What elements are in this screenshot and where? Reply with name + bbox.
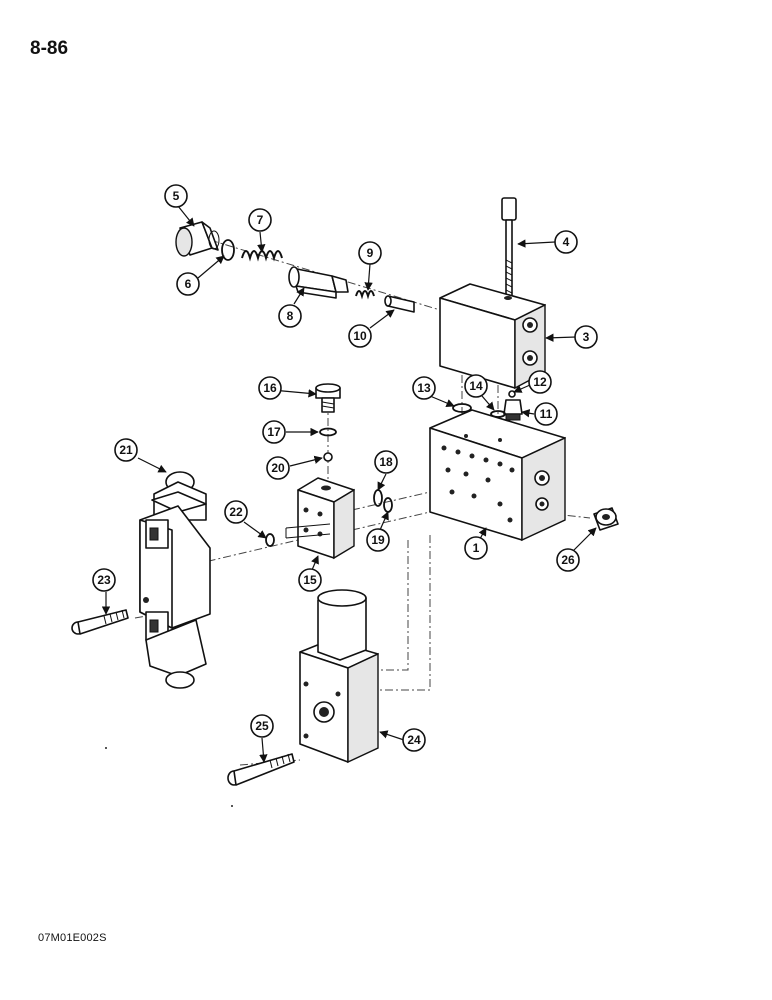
svg-text:14: 14	[469, 379, 483, 393]
part-3-valve-block	[439, 283, 546, 390]
part-9-spring	[355, 290, 375, 300]
svg-text:24: 24	[407, 733, 421, 747]
part-4-bolt	[501, 197, 517, 301]
part-19-o-ring	[383, 497, 393, 513]
callout-5: 5	[164, 184, 188, 208]
callout-10: 10	[348, 324, 372, 348]
callout-4: 4	[554, 230, 578, 254]
svg-text:7: 7	[257, 213, 264, 227]
figure-code: 07M01E002S	[38, 932, 107, 944]
callout-1: 1	[464, 536, 488, 560]
svg-text:26: 26	[561, 553, 575, 567]
callout-19: 19	[366, 528, 390, 552]
part-1-manifold	[429, 409, 566, 542]
svg-text:18: 18	[379, 455, 393, 469]
svg-text:23: 23	[97, 573, 111, 587]
part-15-block	[285, 477, 355, 560]
svg-text:3: 3	[583, 330, 590, 344]
callout-18: 18	[374, 450, 398, 474]
part-24-valve-body	[299, 589, 379, 764]
svg-text:4: 4	[563, 235, 570, 249]
callout-7: 7	[248, 208, 272, 232]
svg-text:5: 5	[173, 189, 180, 203]
callout-leaders	[101, 205, 597, 763]
callout-21: 21	[114, 438, 138, 462]
part-23-bolt	[71, 609, 129, 635]
svg-text:21: 21	[119, 443, 133, 457]
svg-text:9: 9	[367, 246, 374, 260]
svg-text:25: 25	[255, 719, 269, 733]
speck	[231, 805, 233, 807]
callout-23: 23	[92, 568, 116, 592]
svg-text:12: 12	[533, 375, 547, 389]
part-11-fitting	[503, 399, 523, 421]
svg-text:22: 22	[229, 505, 243, 519]
part-17-o-ring	[319, 427, 337, 437]
callout-15: 15	[298, 568, 322, 592]
part-26-plug	[593, 507, 619, 531]
callout-25: 25	[250, 714, 274, 738]
speck	[105, 747, 107, 749]
part-6-o-ring	[221, 239, 235, 261]
svg-text:13: 13	[417, 381, 431, 395]
svg-text:19: 19	[371, 533, 385, 547]
callout-17: 17	[262, 420, 286, 444]
callout-22: 22	[224, 500, 248, 524]
part-16-plug	[315, 383, 341, 413]
part-13-o-ring	[452, 403, 472, 413]
svg-text:11: 11	[540, 407, 553, 421]
callout-8: 8	[278, 304, 302, 328]
callout-14: 14	[464, 374, 488, 398]
svg-text:17: 17	[267, 425, 281, 439]
callout-11: 11	[534, 402, 558, 426]
part-22-o-ring	[265, 533, 275, 547]
part-7-spring	[241, 250, 283, 262]
part-21-solenoid-valve	[139, 471, 211, 689]
part-18-o-ring	[373, 489, 383, 507]
callout-12: 12	[528, 370, 552, 394]
part-10-pin	[384, 295, 415, 313]
part-20-ball	[323, 452, 333, 462]
callout-3: 3	[574, 325, 598, 349]
svg-text:6: 6	[185, 277, 192, 291]
svg-text:15: 15	[303, 573, 317, 587]
callout-13: 13	[412, 376, 436, 400]
callout-16: 16	[258, 376, 282, 400]
callout-26: 26	[556, 548, 580, 572]
callout-9: 9	[358, 241, 382, 265]
svg-text:1: 1	[473, 541, 480, 555]
svg-text:16: 16	[263, 381, 277, 395]
callout-20: 20	[266, 456, 290, 480]
svg-text:10: 10	[353, 329, 367, 343]
svg-text:20: 20	[271, 461, 285, 475]
svg-text:8: 8	[287, 309, 294, 323]
part-8-spool	[288, 266, 349, 299]
part-25-bolt	[227, 753, 295, 786]
callout-6: 6	[176, 272, 200, 296]
part-5-plug	[175, 221, 220, 257]
page-number: 8-86	[30, 38, 69, 59]
callout-24: 24	[402, 728, 426, 752]
